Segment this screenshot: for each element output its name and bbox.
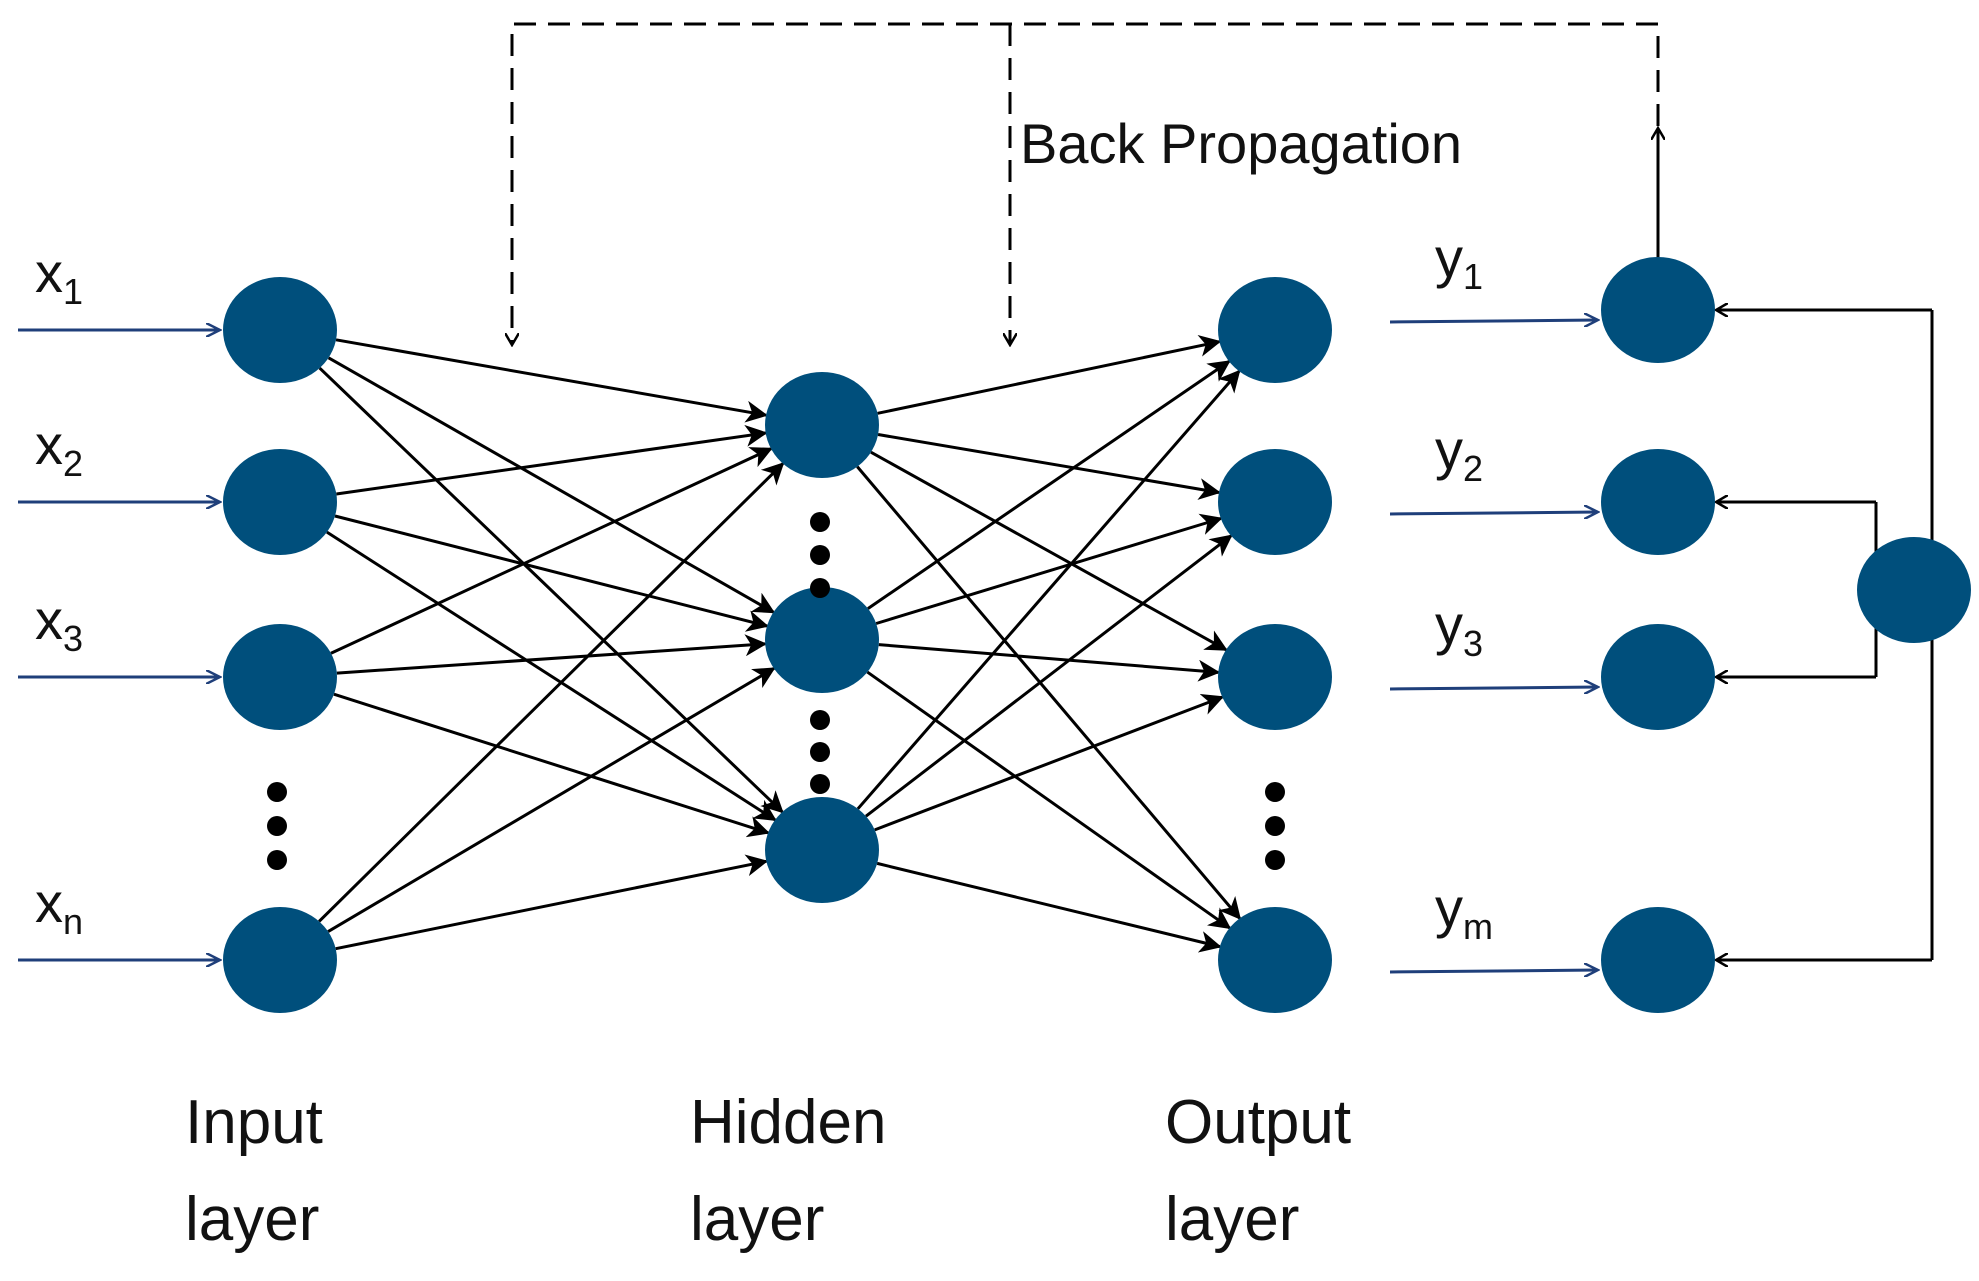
output-label-sub: m	[1463, 906, 1493, 947]
backprop-path: Back Propagation	[512, 22, 1660, 345]
hidden-ellipsis-dot-b-3	[810, 774, 830, 794]
layer-captions: Input layer Hidden layer Output layer	[185, 1088, 1351, 1254]
output-layer-caption-line1: Output	[1165, 1088, 1351, 1157]
edge-input-3-hidden-1	[330, 447, 773, 655]
hidden-ellipsis-dot-a-3	[810, 578, 830, 598]
output-label-sub: 3	[1463, 623, 1483, 664]
output-ellipsis-dot-3	[1265, 850, 1285, 870]
input-node-4	[223, 907, 337, 1013]
output-layer-caption-line2: layer	[1165, 1185, 1299, 1254]
edge-hidden-1-output-1	[877, 334, 1222, 415]
output-label-sub: 1	[1463, 256, 1483, 297]
connection-edges	[318, 334, 1242, 953]
hidden-ellipsis-dot-a-1	[810, 512, 830, 532]
edge-input-2-hidden-3	[326, 530, 777, 822]
target-node-1	[1601, 257, 1715, 363]
edge-input-4-hidden-3	[335, 854, 769, 951]
input-label-4: xn	[35, 871, 83, 942]
output-arrow-4	[1389, 970, 1598, 972]
output-node-1	[1218, 277, 1332, 383]
output-arrow-3	[1389, 687, 1598, 689]
backprop-dashed-line	[512, 22, 1660, 345]
output-label-base: y	[1435, 418, 1463, 481]
output-label-4: ym	[1435, 876, 1493, 947]
edge-input-2-hidden-2	[334, 514, 769, 632]
edge-hidden-3-output-1	[856, 369, 1241, 810]
output-label-3: y3	[1435, 593, 1483, 664]
input-ellipsis-dot-1	[267, 782, 287, 802]
output-node-4	[1218, 907, 1332, 1013]
hidden-node-1	[765, 372, 879, 478]
output-ellipsis-dot-1	[1265, 782, 1285, 802]
backprop-label: Back Propagation	[1020, 112, 1462, 175]
input-label-base: x	[35, 241, 63, 304]
edge-hidden-2-output-2	[875, 513, 1223, 625]
input-label-sub: 2	[63, 443, 83, 484]
hidden-node-2	[765, 587, 879, 693]
edge-input-2-hidden-1	[336, 424, 768, 496]
input-label-base: x	[35, 413, 63, 476]
input-label-2: x2	[35, 413, 83, 484]
error-node	[1857, 537, 1971, 643]
edge-input-4-hidden-1	[318, 462, 785, 923]
edge-hidden-2-output-4	[866, 670, 1232, 930]
target-node-3	[1601, 624, 1715, 730]
input-node-2	[223, 449, 337, 555]
edge-input-1-hidden-2	[327, 356, 776, 614]
hidden-layer-caption-line1: Hidden	[690, 1088, 886, 1157]
edge-hidden-3-output-3	[874, 693, 1225, 832]
input-layer-caption-line1: Input	[185, 1088, 323, 1157]
edge-input-1-hidden-1	[335, 338, 768, 423]
output-label-2: y2	[1435, 418, 1483, 489]
output-node-3	[1218, 624, 1332, 730]
hidden-layer-caption-line2: layer	[690, 1185, 824, 1254]
input-label-sub: n	[63, 901, 83, 942]
edge-hidden-2-output-1	[867, 360, 1231, 610]
input-label-base: x	[35, 588, 63, 651]
input-node-3	[223, 624, 337, 730]
input-label-1: x1	[35, 241, 83, 312]
output-arrow-2	[1389, 512, 1598, 514]
input-label-sub: 1	[63, 271, 83, 312]
hidden-node-3	[765, 797, 879, 903]
input-node-1	[223, 277, 337, 383]
output-arrow-1	[1389, 320, 1598, 322]
edge-input-3-hidden-2	[336, 634, 768, 675]
output-node-2	[1218, 449, 1332, 555]
input-label-3: x3	[35, 588, 83, 659]
edge-hidden-2-output-3	[878, 643, 1221, 682]
target-node-2	[1601, 449, 1715, 555]
edge-input-1-hidden-3	[318, 366, 784, 814]
output-label-base: y	[1435, 876, 1463, 939]
edge-input-4-hidden-2	[327, 667, 776, 933]
input-layer-caption-line2: layer	[185, 1185, 319, 1254]
output-label-base: y	[1435, 226, 1463, 289]
network-nodes	[223, 257, 1971, 1013]
output-label-1: y1	[1435, 226, 1483, 297]
input-ellipsis-dot-3	[267, 850, 287, 870]
output-label-base: y	[1435, 593, 1463, 656]
target-node-4	[1601, 907, 1715, 1013]
hidden-ellipsis-dot-b-2	[810, 742, 830, 762]
edge-hidden-1-output-3	[870, 450, 1228, 652]
edge-hidden-1-output-4	[856, 465, 1242, 920]
input-label-base: x	[35, 871, 63, 934]
edge-hidden-3-output-2	[865, 534, 1233, 818]
output-label-sub: 2	[1463, 448, 1483, 489]
input-ellipsis-dot-2	[267, 816, 287, 836]
hidden-ellipsis-dot-b-1	[810, 710, 830, 730]
input-label-sub: 3	[63, 618, 83, 659]
edge-input-3-hidden-3	[333, 692, 770, 838]
edge-hidden-3-output-4	[876, 861, 1222, 953]
output-ellipsis-dot-2	[1265, 816, 1285, 836]
edge-hidden-1-output-2	[877, 433, 1221, 500]
hidden-ellipsis-dot-a-2	[810, 545, 830, 565]
ellipsis-dots	[267, 512, 1285, 870]
